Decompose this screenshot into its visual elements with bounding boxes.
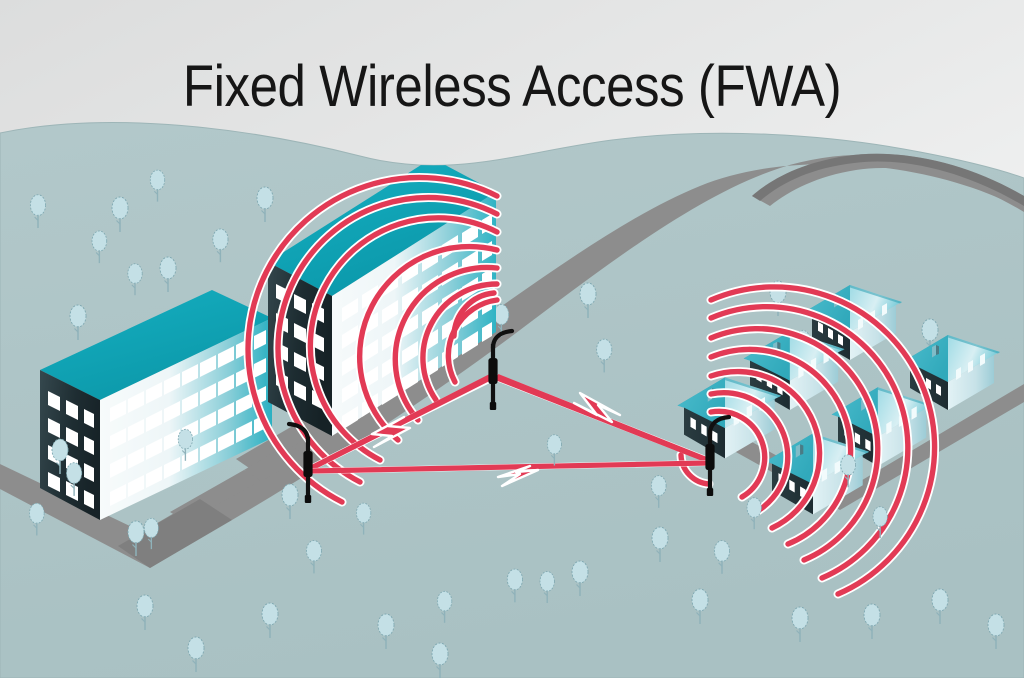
- short-building-roof: [40, 290, 272, 400]
- lightning-bolt-icon: [496, 464, 540, 488]
- wave-arcs-suburban: [676, 282, 940, 599]
- road-block-connector: [244, 444, 306, 481]
- road-main-diagonal: [118, 154, 1024, 568]
- terrain: [0, 122, 1024, 678]
- apartment-block-short: [40, 290, 272, 520]
- short-building-face-light: [100, 318, 272, 520]
- beam-center-to-right: [494, 374, 708, 463]
- lightning-bolt-icon: [370, 415, 412, 449]
- road-block-vertical: [170, 470, 260, 522]
- lightning-bolt-icon: [572, 391, 622, 424]
- road-hill-crest-shadow: [752, 153, 1024, 206]
- road-main-shadow: [118, 499, 232, 568]
- wave-arcs-city: [243, 173, 502, 507]
- ground-hill: [0, 122, 1024, 678]
